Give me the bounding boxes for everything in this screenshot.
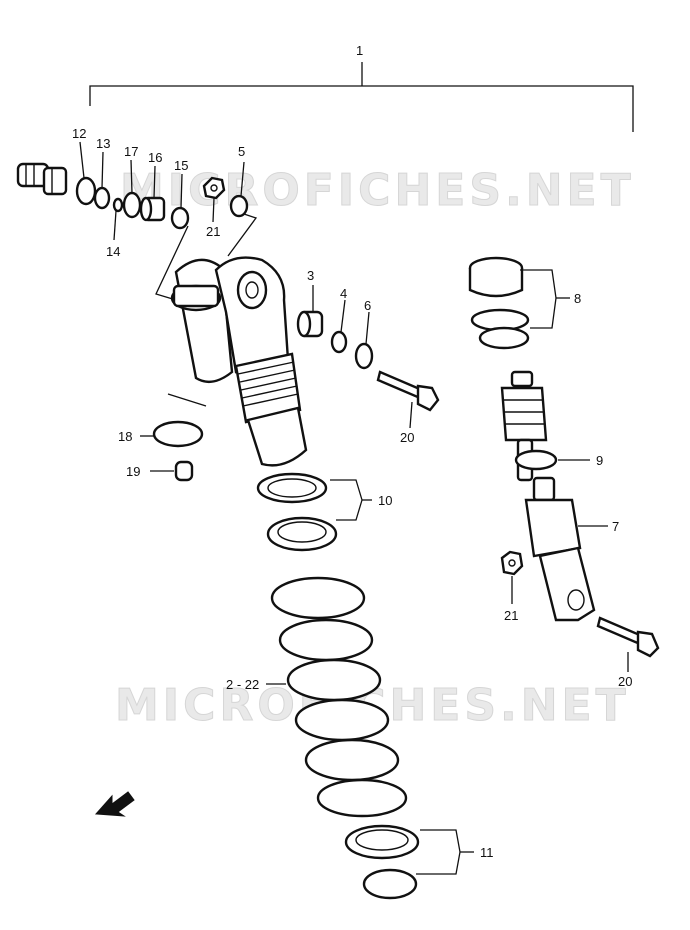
arrow-icon xyxy=(94,791,135,817)
callout-1: 1 xyxy=(356,43,363,58)
part-5-washer xyxy=(229,194,249,218)
part-9-stopper xyxy=(514,449,558,471)
callout-20-upper: 20 xyxy=(400,430,414,445)
reservoir-canister xyxy=(170,258,234,384)
callout-12: 12 xyxy=(72,126,86,141)
part-21-nut-top xyxy=(202,176,226,200)
assembly-bracket xyxy=(89,62,634,132)
part-20-bolt-upper xyxy=(376,370,440,412)
callout-8: 8 xyxy=(574,291,581,306)
callout-7: 7 xyxy=(612,519,619,534)
callout-21-top: 21 xyxy=(206,224,220,239)
part-11-spring-seat xyxy=(344,824,420,900)
callout-6: 6 xyxy=(364,298,371,313)
callout-9: 9 xyxy=(596,453,603,468)
part-13-ring xyxy=(93,186,111,210)
part-20-bolt-lower xyxy=(596,616,660,658)
callout-19: 19 xyxy=(126,464,140,479)
part-10-adjuster-nuts xyxy=(256,472,338,552)
shock-body xyxy=(214,256,308,467)
part-17-washer xyxy=(122,191,142,219)
part-3-bushing xyxy=(296,310,324,338)
part-7-clevis xyxy=(524,476,596,622)
callout-20-lower: 20 xyxy=(618,674,632,689)
callout-3: 3 xyxy=(307,268,314,283)
part-2-spring xyxy=(270,576,408,818)
part-19-cap xyxy=(174,460,194,482)
callout-4: 4 xyxy=(340,286,347,301)
callout-11: 11 xyxy=(480,845,494,860)
callout-10: 10 xyxy=(378,493,392,508)
callout-21-lower: 21 xyxy=(504,608,518,623)
callout-15: 15 xyxy=(174,158,188,173)
callout-13: 13 xyxy=(96,136,110,151)
part-4-clip xyxy=(330,330,348,354)
callout-18: 18 xyxy=(118,429,132,444)
callout-14: 14 xyxy=(106,244,120,259)
watermark-top: MICROFICHES.NET xyxy=(120,165,635,216)
part-6-washer xyxy=(354,342,374,370)
callout-16: 16 xyxy=(148,150,162,165)
callout-2-22: 2 - 22 xyxy=(226,677,259,692)
callout-17: 17 xyxy=(124,144,138,159)
part-15-collar xyxy=(170,206,190,230)
callout-5: 5 xyxy=(238,144,245,159)
part-14-clip xyxy=(112,197,124,213)
rod-end-bolt xyxy=(16,162,68,196)
part-12-seal xyxy=(75,176,97,206)
part-16-bushing xyxy=(139,196,166,222)
part-18-oring xyxy=(152,420,204,448)
part-8-bump-stops xyxy=(468,256,530,350)
part-21-nut-lower xyxy=(500,550,524,576)
